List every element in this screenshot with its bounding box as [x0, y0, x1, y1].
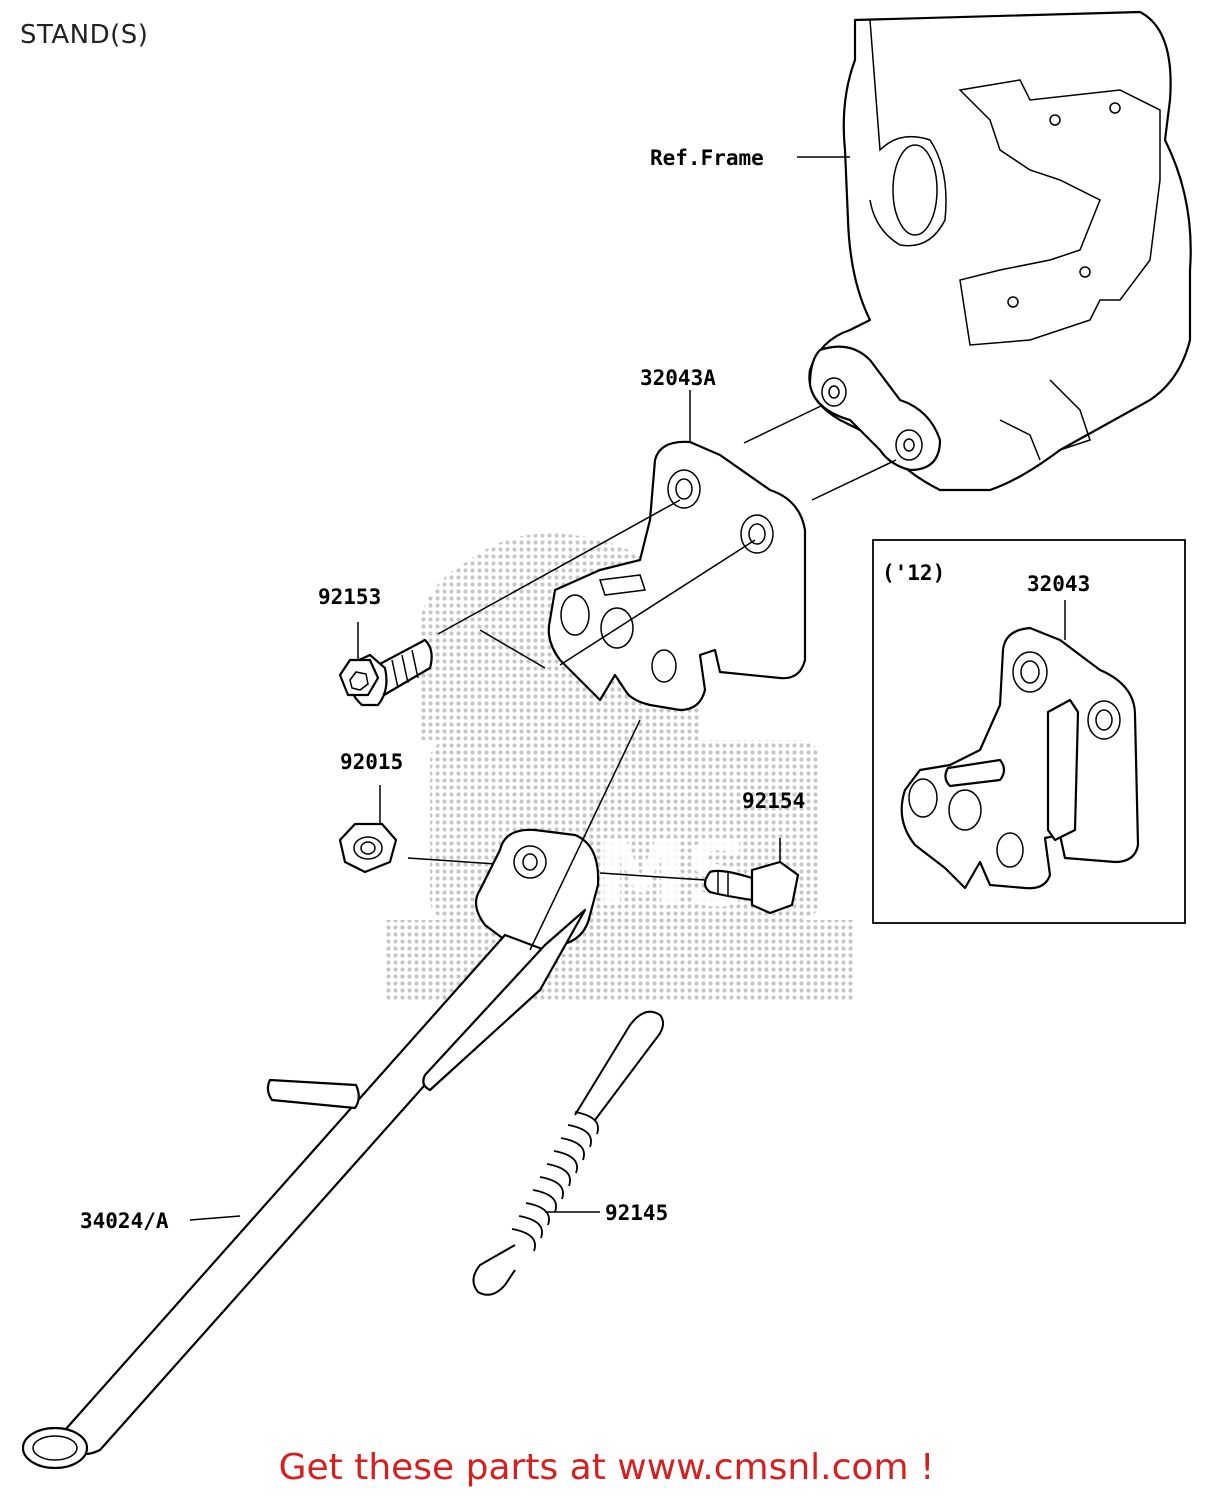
bolt-92154	[599, 838, 800, 915]
bracket-32043a	[437, 440, 807, 712]
label-92015: 92015	[340, 750, 403, 774]
ref-frame-drawing	[743, 10, 1192, 501]
label-92154: 92154	[742, 789, 805, 813]
footer-parts-link[interactable]: Get these parts at www.cmsnl.com !	[278, 1447, 935, 1488]
spring-92145	[472, 1010, 665, 1296]
side-stand-34024a	[21, 719, 641, 1470]
page-title: STAND(S)	[20, 20, 149, 50]
label-34024a: 34024/A	[80, 1209, 169, 1233]
label-ref-frame: Ref.Frame	[650, 146, 764, 170]
label-92145: 92145	[605, 1201, 668, 1225]
bolt-92153	[338, 622, 433, 707]
nut-92015	[338, 785, 511, 874]
inset-year-label: ('12)	[882, 561, 945, 585]
label-32043: 32043	[1027, 572, 1090, 596]
label-92153: 92153	[318, 585, 381, 609]
inset-2012-bracket	[872, 539, 1186, 924]
label-32043a: 32043A	[640, 366, 716, 390]
